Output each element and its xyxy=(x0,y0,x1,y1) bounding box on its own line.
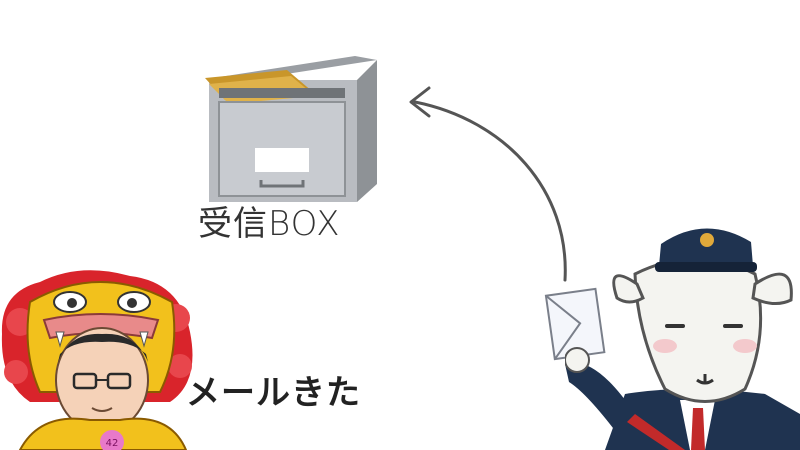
lion-costume-person-icon: 42 xyxy=(1,270,193,450)
costume-badge: 42 xyxy=(106,438,119,449)
postman-goat-icon xyxy=(565,228,800,450)
envelope-icon xyxy=(544,287,606,361)
curved-arrow-icon xyxy=(409,86,567,282)
mail-caption: メールきた xyxy=(186,373,361,413)
mailbox-cabinet-icon xyxy=(205,56,377,202)
inbox-label: 受信BOX xyxy=(198,204,341,244)
